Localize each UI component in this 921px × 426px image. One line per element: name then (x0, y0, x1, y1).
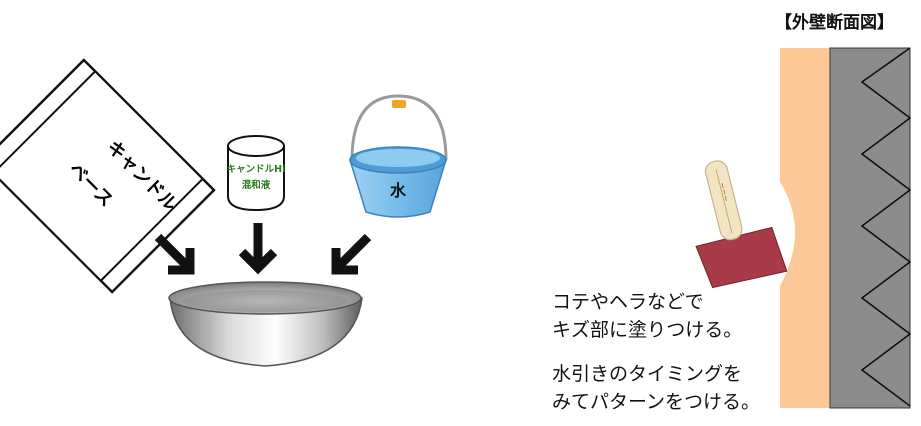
instruction-line-1: コテやヘラなどで (552, 291, 704, 313)
instruction-line-2: キズ部に塗りつける。 (552, 319, 743, 341)
water-bucket (348, 94, 448, 218)
down-left-arrow-icon (331, 233, 372, 275)
wall-cross-section (780, 47, 912, 409)
can-label-line2: 混和液 (242, 179, 271, 191)
bucket-label: 水 (390, 181, 407, 200)
mixing-bowl-icon (168, 281, 363, 367)
candle-base-package (0, 58, 216, 294)
section-title: 【外壁断面図】 (775, 13, 894, 33)
instruction-line-4: みてパターンをつける。 (552, 391, 761, 413)
down-right-arrow-icon (154, 233, 195, 275)
mixing-liquid-can (227, 135, 285, 212)
instruction-line-3: 水引きのタイミングを (552, 363, 743, 385)
can-label-line1: キャンドルHi (227, 164, 286, 175)
down-arrow-icon (238, 223, 278, 275)
trowel-icon: ~~~ (695, 160, 788, 289)
